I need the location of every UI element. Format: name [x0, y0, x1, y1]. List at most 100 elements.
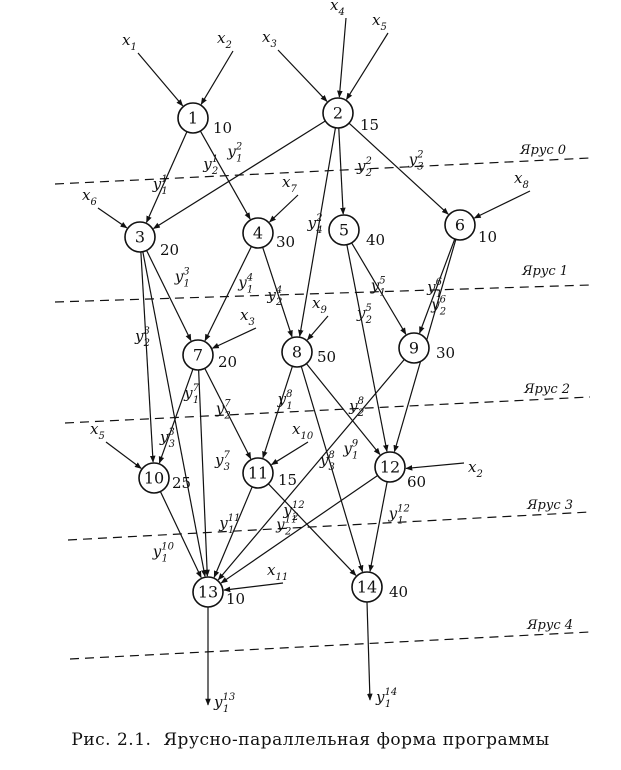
input-arrow-0	[137, 52, 184, 107]
input-label-6: x7	[282, 173, 297, 195]
node-id-1: 1	[188, 109, 198, 128]
caption-title: Ярусно-параллельная форма программы	[163, 730, 550, 750]
tier-line-1	[54, 284, 591, 303]
input-arrow-9	[306, 315, 329, 341]
node-id-2: 2	[333, 104, 343, 123]
edge-4-8	[262, 247, 293, 338]
node-id-7: 7	[193, 346, 203, 365]
node-weight-9: 30	[436, 344, 455, 362]
node-circle-6	[444, 209, 476, 241]
input-label-5: x6	[82, 186, 97, 208]
node-id-6: 6	[455, 216, 465, 235]
input-arrow-5	[97, 207, 128, 229]
edge-4-7	[204, 246, 252, 342]
edge-11-13	[213, 486, 253, 578]
node-id-9: 9	[409, 339, 419, 358]
edge-9-13	[217, 359, 405, 581]
node-weight-5: 40	[366, 231, 385, 249]
node-weight-7: 20	[218, 353, 237, 371]
node-id-10: 10	[144, 469, 164, 488]
node-id-14: 14	[357, 578, 377, 597]
node-2: 215	[322, 97, 379, 134]
node-weight-10: 25	[172, 474, 191, 492]
node-5: 5 40	[328, 214, 385, 249]
input-label-12: x2	[468, 458, 483, 480]
input-label-13: x11	[267, 561, 288, 583]
input-arrow-2	[277, 49, 328, 102]
edge-12-14	[368, 481, 388, 572]
input-label-10: x5	[90, 420, 105, 442]
edge-1-3	[145, 131, 188, 224]
node-6: 610	[444, 209, 497, 246]
input-arrow-8	[211, 327, 257, 349]
edge-1-4	[199, 130, 251, 220]
edge-2-3	[152, 120, 326, 230]
node-1: 110	[177, 102, 232, 137]
node-weight-3: 20	[160, 241, 179, 259]
edge-8-14	[300, 366, 364, 573]
node-id-12: 12	[380, 458, 400, 477]
edge-3-10	[140, 251, 156, 463]
tier-line-0	[54, 157, 591, 185]
tier-line-2	[64, 396, 591, 424]
tier-label-4: Ярус 4	[526, 618, 573, 633]
input-arrow-7	[473, 190, 531, 219]
edge-10-13	[159, 491, 202, 579]
node-circle-11	[242, 457, 274, 489]
edge-11-14	[267, 483, 357, 576]
node-3: 3 20	[124, 221, 179, 259]
node-circle-14	[351, 571, 383, 603]
edge-3-13	[142, 251, 207, 577]
node-id-3: 3	[135, 228, 145, 247]
figure-caption: Рис. 2.1. Ярусно-параллельная форма прог…	[0, 730, 621, 750]
node-weight-11: 15	[278, 471, 297, 489]
edge-2-8	[298, 127, 337, 337]
node-circle-9	[398, 332, 430, 364]
input-arrow-1	[200, 50, 234, 105]
input-arrow-4	[345, 32, 389, 101]
edge-2-5	[338, 127, 346, 215]
node-11: 11 15	[242, 457, 297, 489]
tier-line-3	[67, 511, 591, 541]
node-circle-1	[177, 102, 209, 134]
input-label-7: x8	[514, 169, 529, 191]
node-7: 7 20	[182, 339, 237, 371]
output-arrow-14	[366, 601, 373, 701]
caption-prefix: Рис. 2.1.	[71, 730, 152, 750]
node-id-5: 5	[339, 221, 349, 240]
node-id-4: 4	[253, 224, 263, 243]
input-label-1: x2	[217, 29, 232, 51]
node-circle-7	[182, 339, 214, 371]
input-label-3: x4	[330, 0, 345, 18]
input-label-4: x5	[372, 11, 387, 33]
input-label-2: x3	[262, 28, 277, 50]
node-10: 10 25	[138, 462, 191, 494]
edge-7-11	[204, 368, 252, 460]
input-arrow-13	[223, 582, 284, 593]
node-circle-12	[374, 451, 406, 483]
node-weight-8: 50	[317, 348, 336, 366]
node-id-11: 11	[248, 464, 268, 483]
node-9: 9 30	[398, 332, 455, 364]
